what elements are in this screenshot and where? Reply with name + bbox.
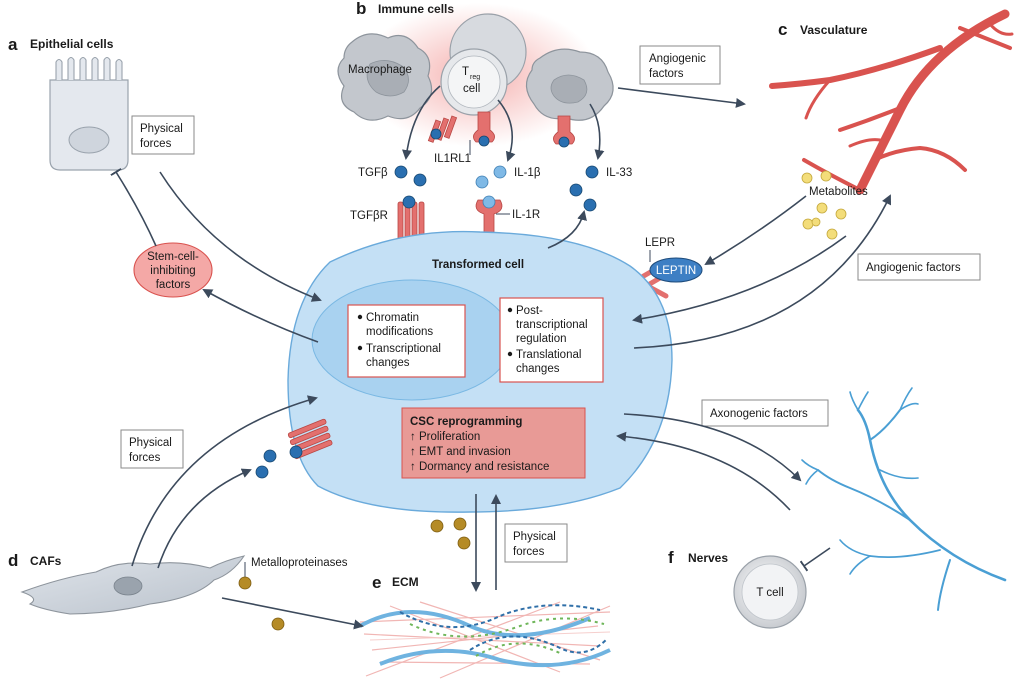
svg-text:↑ EMT and invasion: ↑ EMT and invasion: [410, 446, 511, 458]
svg-text:Metalloproteinases: Metalloproteinases: [251, 557, 348, 569]
angiogenic-factors-top-box: Angiogenic factors: [639, 45, 721, 85]
metabolites-label: Metabolites: [809, 186, 868, 198]
svg-text:IL1RL1: IL1RL1: [434, 153, 471, 165]
panel-b-letter: b: [356, 0, 366, 18]
blood-vessel: [769, 9, 1014, 195]
physical-forces-e-box: Physical forces: [504, 523, 568, 563]
svg-text:Stem-cell-: Stem-cell-: [147, 251, 199, 263]
physical-forces-d-box: Physical forces: [120, 429, 184, 469]
svg-text:IL-33: IL-33: [606, 167, 632, 179]
svg-text:Physical: Physical: [140, 123, 183, 135]
svg-text:Transformed cell: Transformed cell: [432, 259, 524, 271]
immune-right-receptor: [553, 115, 575, 148]
panel-e-title: ECM: [392, 575, 419, 589]
panel-d-letter: d: [8, 551, 18, 570]
svg-text:T cell: T cell: [756, 587, 783, 599]
svg-text:Chromatin: Chromatin: [366, 312, 419, 324]
svg-text:forces: forces: [129, 452, 161, 464]
panel-d-title: CAFs: [30, 554, 62, 568]
caf-signal-receptor: [287, 418, 333, 460]
panel-e-letter: e: [372, 573, 381, 592]
leptin: LEPTIN: [649, 257, 703, 283]
il33-cytokine: IL-33: [569, 165, 632, 212]
tgfb-ligand-receptor-immune: [427, 115, 458, 143]
svg-text:Transcriptional: Transcriptional: [366, 343, 441, 355]
svg-text:Post-: Post-: [516, 305, 543, 317]
svg-text:changes: changes: [516, 363, 560, 375]
svg-text:TGFβR: TGFβR: [350, 210, 388, 222]
macrophage: Macrophage: [337, 33, 433, 121]
svg-text:inhibiting: inhibiting: [150, 265, 195, 277]
panel-a-letter: a: [8, 35, 18, 54]
metabolites: [801, 170, 847, 240]
panel-c-title: Vasculature: [800, 23, 868, 37]
svg-text:regulation: regulation: [516, 333, 567, 345]
svg-text:cell: cell: [463, 83, 480, 95]
svg-text:LEPTIN: LEPTIN: [656, 265, 696, 277]
svg-text:transcriptional: transcriptional: [516, 319, 588, 331]
svg-text:forces: forces: [513, 546, 545, 558]
tgfb-cytokine: TGFβ: [358, 165, 427, 187]
treg-cell: T reg cell: [440, 13, 527, 116]
svg-text:LEPR: LEPR: [645, 237, 675, 249]
angiogenic-factors-right-box: Angiogenic factors: [857, 253, 981, 281]
caf-cell: [20, 555, 246, 615]
post-transcriptional-box: Post- transcriptional regulation Transla…: [499, 297, 604, 383]
svg-text:Angiogenic factors: Angiogenic factors: [866, 262, 961, 274]
t-cell: T cell: [733, 555, 807, 629]
svg-text:↑ Proliferation: ↑ Proliferation: [410, 431, 480, 443]
epithelial-cell: [49, 56, 129, 171]
immune-cell-right: [525, 48, 614, 121]
panel-f-title: Nerves: [688, 551, 728, 565]
panel-a-title: Epithelial cells: [30, 37, 114, 51]
svg-text:changes: changes: [366, 357, 410, 369]
csc-reprogramming-box: CSC reprogramming ↑ Proliferation ↑ EMT …: [401, 407, 586, 479]
svg-text:factors: factors: [156, 279, 191, 291]
il1rl1-receptor: IL1RL1: [434, 111, 495, 165]
panel-f-letter: f: [668, 548, 674, 567]
svg-text:factors: factors: [649, 68, 684, 80]
svg-text:Angiogenic: Angiogenic: [649, 53, 706, 65]
svg-text:Physical: Physical: [513, 531, 556, 543]
caf-signal-dots: [255, 449, 277, 479]
svg-text:IL-1β: IL-1β: [514, 167, 541, 179]
arrows: [110, 85, 891, 630]
svg-text:Physical: Physical: [129, 437, 172, 449]
svg-text:Axonogenic factors: Axonogenic factors: [710, 408, 808, 420]
panel-c-letter: c: [778, 20, 787, 39]
metalloproteinases: Metalloproteinases: [238, 557, 348, 631]
chromatin-box: Chromatin modifications Transcriptional …: [347, 304, 466, 378]
svg-text:modifications: modifications: [366, 326, 433, 338]
axonogenic-factors-box: Axonogenic factors: [701, 399, 829, 427]
nerve: [801, 387, 1007, 611]
svg-text:CSC reprogramming: CSC reprogramming: [410, 416, 522, 428]
svg-text:T: T: [462, 66, 469, 78]
ecm-gold-dots: [430, 517, 471, 550]
svg-text:Translational: Translational: [516, 349, 581, 361]
svg-text:reg: reg: [470, 74, 480, 81]
ecm-fibres: [359, 601, 611, 679]
il1b-cytokine: IL-1β: [475, 165, 541, 189]
macrophage-label: Macrophage: [348, 64, 412, 76]
svg-text:↑ Dormancy and resistance: ↑ Dormancy and resistance: [410, 461, 549, 473]
svg-text:forces: forces: [140, 138, 172, 150]
svg-text:TGFβ: TGFβ: [358, 167, 388, 179]
svg-text:IL-1R: IL-1R: [512, 209, 540, 221]
stem-cell-inhibiting-factors: Stem-cell- inhibiting factors: [133, 242, 213, 298]
physical-forces-a-box: Physical forces: [131, 115, 195, 155]
